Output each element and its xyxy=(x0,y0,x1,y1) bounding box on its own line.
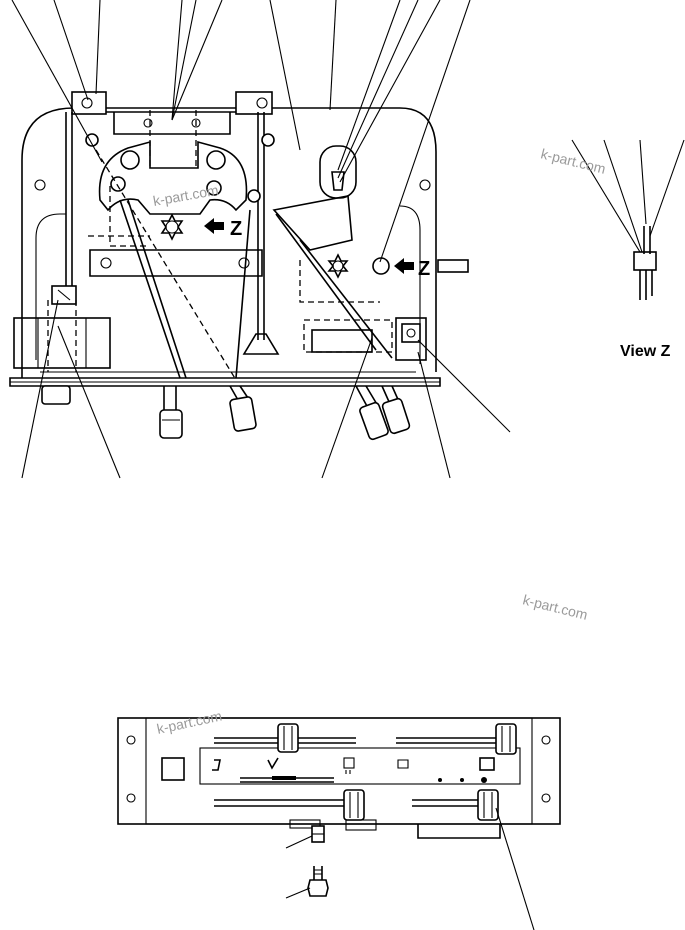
watermark: k-part.com xyxy=(521,591,589,623)
view-z-detail: View Z xyxy=(571,139,685,360)
watermark: k-part.com xyxy=(152,182,220,209)
view-z-label: View Z xyxy=(620,343,671,360)
watermark: k-part.com xyxy=(539,145,607,177)
watermark: k-part.com xyxy=(155,708,223,737)
vent-icon xyxy=(267,757,279,770)
leader-line-slider xyxy=(495,807,535,930)
leader-lines-top xyxy=(11,0,511,479)
z-label-right: Z xyxy=(418,258,430,280)
z-label-left: Z xyxy=(230,218,242,240)
recirculation-icon xyxy=(397,759,409,769)
z-arrow-left: Z xyxy=(204,218,242,240)
heater-control-assembly xyxy=(9,91,441,441)
defrost-icon xyxy=(343,757,355,774)
z-arrow-right: Z xyxy=(394,258,469,280)
mounting-bolt xyxy=(285,825,329,899)
fan-icon xyxy=(212,759,221,771)
slider-control-panel xyxy=(117,717,561,839)
